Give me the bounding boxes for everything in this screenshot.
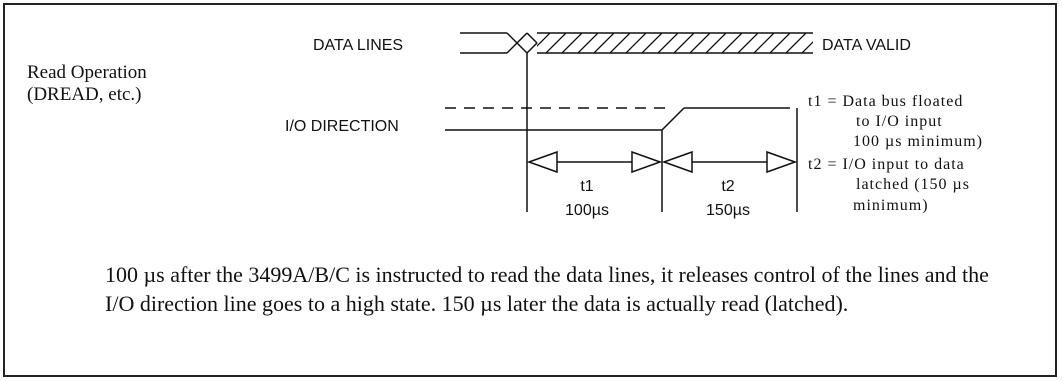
t1-note-line: to I/O input [856,113,943,130]
hatch-line [545,33,567,53]
t1-duration: 100µs [565,202,609,219]
operation-title: Read Operation [27,62,147,83]
hatch-line [657,33,679,53]
t2-label: t2 [721,178,735,195]
description-paragraph: 100 µs after the 3499A/B/C is instructed… [105,262,989,316]
t1-note-line: t1 = Data bus floated [808,93,964,110]
figure-frame [3,3,1057,377]
data-valid-hatch [537,33,813,53]
hatch-line [561,33,583,53]
timing-markers [526,53,798,212]
hatch-line [785,33,807,53]
t1-label: t1 [580,178,594,195]
t2-note-line: latched (150 µs [856,176,970,193]
hatch-line [801,41,813,53]
io-direction-label: I/O DIRECTION [285,118,399,135]
hatch-line [577,33,599,53]
t2-duration: 150µs [706,202,750,219]
hatch-line [689,33,711,53]
hatch-line [625,33,647,53]
data-lines-waveform [460,32,813,54]
operation-subtitle: (DREAD, etc.) [27,84,142,105]
hatch-line [769,33,791,53]
hatch-line [753,33,775,53]
t2-dimension-arrow [661,150,798,174]
hatch-line [537,33,551,47]
hatch-line [721,33,743,53]
hatch-line [705,33,727,53]
t2-note-line: minimum) [853,197,929,214]
hatch-line [641,33,663,53]
t1-dimension-arrow [526,150,663,174]
data-lines-label: DATA LINES [313,37,404,54]
hatch-line [593,33,615,53]
hatch-line [737,33,759,53]
t2-note-line: t2 = I/O input to data [808,156,965,173]
io-direction-waveform [445,107,790,131]
hatch-line [673,33,695,53]
data-valid-label: DATA VALID [822,37,911,54]
t1-note-line: 100 µs minimum) [853,133,983,150]
hatch-line [609,33,631,53]
